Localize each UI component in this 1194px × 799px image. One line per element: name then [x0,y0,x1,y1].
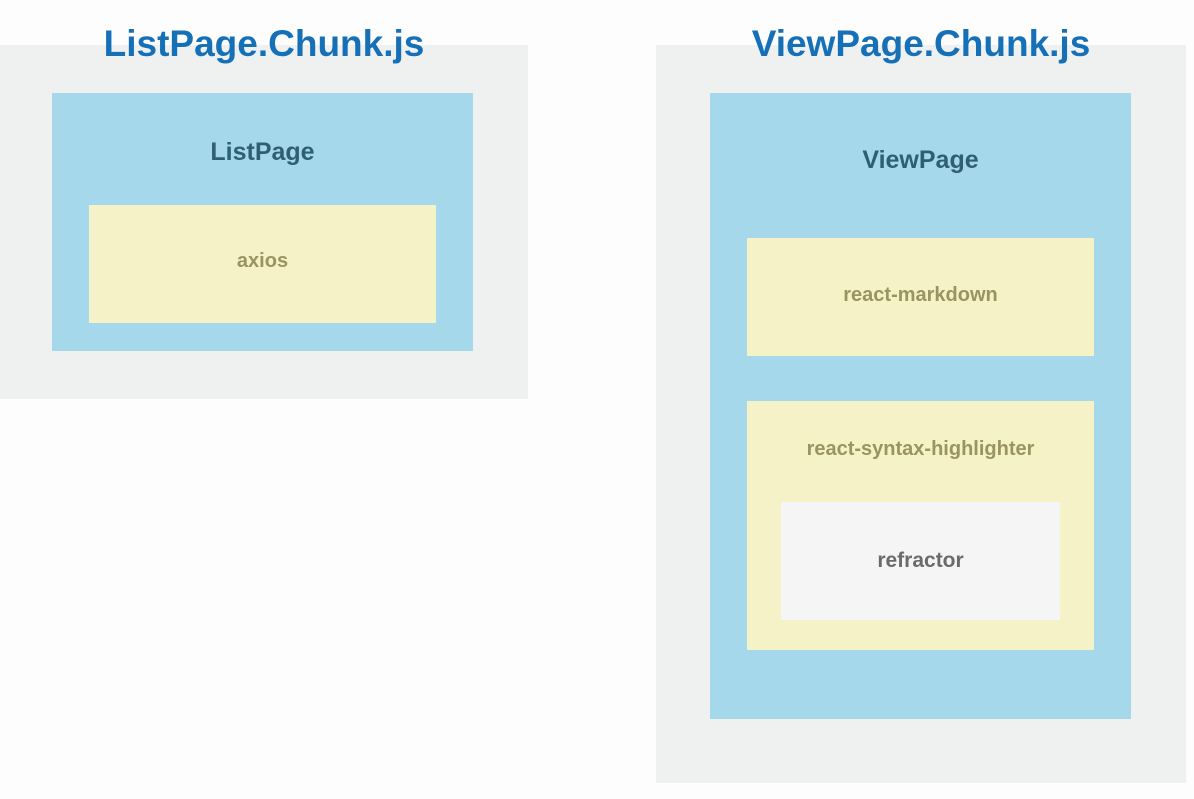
list-page-module: ListPage axios [52,93,473,351]
react-syntax-highlighter-library: react-syntax-highlighter refractor [747,401,1094,650]
view-page-chunk: ViewPage.Chunk.js ViewPage react-markdow… [656,25,1186,783]
axios-library: axios [89,205,436,323]
react-syntax-highlighter-label: react-syntax-highlighter [806,438,1035,460]
view-page-chunk-title: ViewPage.Chunk.js [751,23,1091,64]
react-markdown-library: react-markdown [747,238,1094,356]
view-page-module: ViewPage react-markdown react-syntax-hig… [710,93,1131,719]
react-markdown-label: react-markdown [843,284,998,306]
refractor-dependency: refractor [781,502,1060,620]
refractor-label: refractor [877,549,964,572]
list-page-label: ListPage [210,138,315,166]
list-page-chunk-title: ListPage.Chunk.js [103,23,425,64]
list-page-chunk: ListPage.Chunk.js ListPage axios [0,25,528,399]
axios-label: axios [236,250,289,272]
view-page-label: ViewPage [862,146,979,174]
